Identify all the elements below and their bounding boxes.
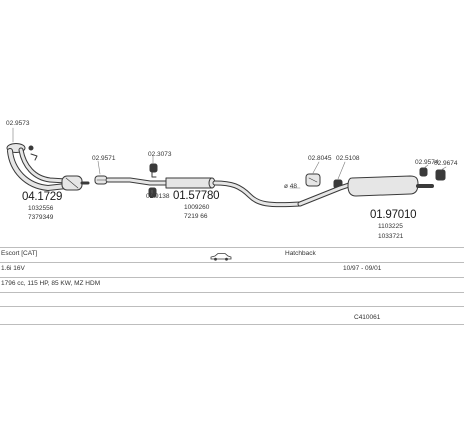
rubber-hanger-part[interactable] [148, 163, 158, 198]
table-rule [0, 277, 464, 278]
part-code-label[interactable]: 01.57780 [173, 190, 220, 202]
part-code-label[interactable]: 02.9138 [146, 193, 170, 200]
table-rule [0, 262, 464, 263]
ref-number: 1103225 [378, 223, 403, 230]
table-rule [0, 306, 464, 307]
part-code-label[interactable]: 02.9573 [6, 120, 30, 127]
part-code-label[interactable]: 01.97010 [370, 209, 417, 221]
gasket-part[interactable] [94, 175, 108, 185]
table-rule [0, 247, 464, 248]
ref-number: 7379349 [28, 214, 54, 221]
rear-mount-part[interactable] [419, 167, 446, 181]
part-code-label[interactable]: 02.9571 [92, 155, 116, 162]
connector-part[interactable] [305, 173, 343, 189]
table-rule [0, 324, 464, 325]
front-pipe-part[interactable] [6, 143, 90, 191]
ref-number: 1032556 [28, 205, 54, 212]
ref-number: 1009260 [184, 204, 210, 211]
ref-number: 7219 66 [184, 213, 208, 220]
part-code-label[interactable]: 02.9574 [415, 159, 439, 166]
car-body-icon [210, 253, 232, 261]
centre-silencer-part[interactable] [105, 177, 303, 208]
clamp-part[interactable] [28, 145, 38, 161]
catalog-id: C410061 [354, 314, 381, 321]
exhaust-system-drawing [6, 127, 447, 208]
leader-lines [12, 127, 447, 197]
table-rule [0, 292, 464, 293]
vehicle-years: 10/97 - 09/01 [343, 265, 382, 272]
part-code-label[interactable]: 02.3073 [148, 151, 172, 158]
vehicle-engine: 1.6i 16V [1, 265, 25, 272]
pipe-diameter-label: ø 48 [284, 183, 298, 190]
vehicle-model: Escort [CAT] [1, 250, 38, 257]
rear-silencer-part[interactable] [297, 175, 434, 207]
part-code-label[interactable]: 04.1729 [22, 191, 63, 203]
vehicle-spec: 1796 cc, 115 HP, 85 KW, MZ HDM [1, 280, 101, 287]
vehicle-body-type: Hatchback [285, 250, 316, 257]
part-code-label[interactable]: 02.9674 [434, 160, 458, 167]
ref-number: 1033721 [378, 233, 404, 240]
part-code-label[interactable]: 02.5108 [336, 155, 360, 162]
part-code-label[interactable]: 02.8045 [308, 155, 332, 162]
